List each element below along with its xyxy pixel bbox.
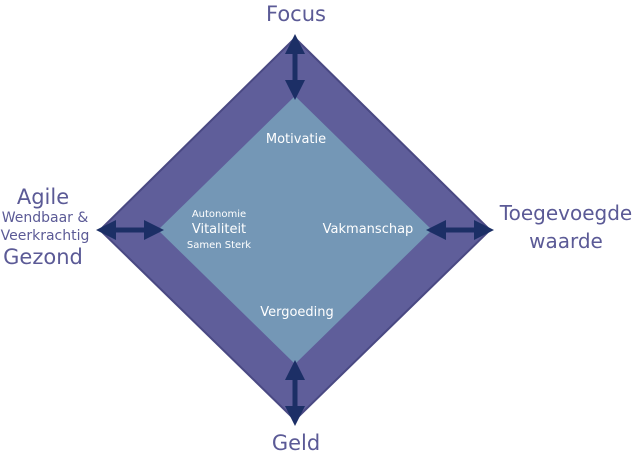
label-autonomie: Autonomie <box>192 209 246 220</box>
label-vakmanschap: Vakmanschap <box>323 222 414 237</box>
label-vergoeding: Vergoeding <box>260 305 334 320</box>
label-focus: Focus <box>266 2 326 26</box>
label-geld: Geld <box>272 431 320 455</box>
label-toegevoegde: Toegevoegde <box>499 201 632 225</box>
label-wendbaar: Wendbaar & <box>2 210 89 226</box>
inner-diamond <box>158 96 432 364</box>
label-agile: Agile <box>17 185 69 209</box>
label-gezond: Gezond <box>3 245 83 269</box>
label-vitaliteit: Vitaliteit <box>192 222 246 237</box>
label-samen-sterk: Samen Sterk <box>187 240 251 251</box>
label-waarde: waarde <box>529 229 603 253</box>
label-veerkrachtig: Veerkrachtig <box>1 228 90 244</box>
label-motivatie: Motivatie <box>266 132 326 147</box>
arrows <box>96 34 494 426</box>
